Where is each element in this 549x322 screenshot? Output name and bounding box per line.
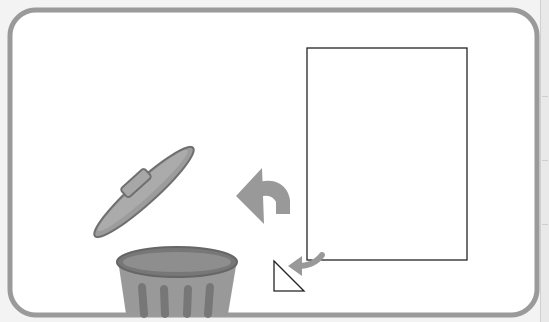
edge-tick [542, 224, 548, 225]
right-edge-strip [540, 0, 549, 322]
blank-page-outline [307, 48, 467, 260]
edge-tick [542, 96, 548, 97]
trash-can-icon [117, 247, 237, 314]
edge-tick [542, 160, 548, 161]
